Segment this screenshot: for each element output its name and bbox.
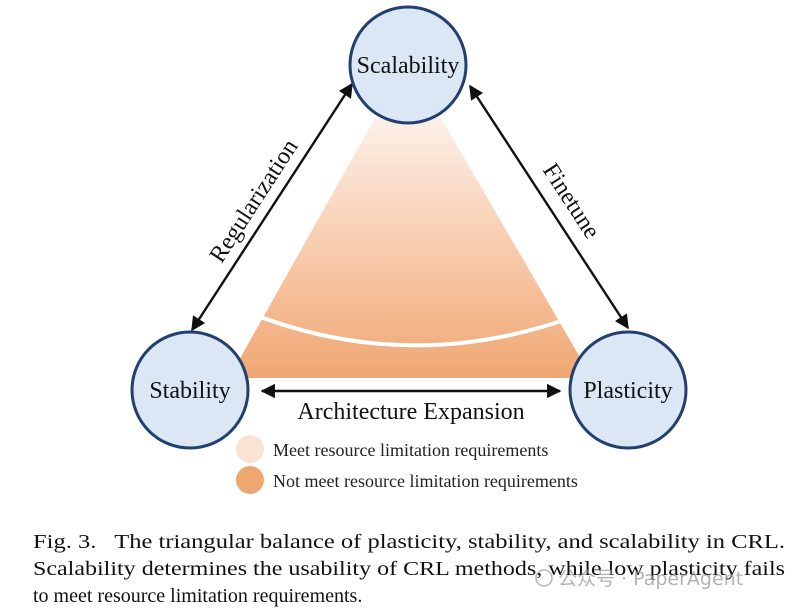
node-stability-circle bbox=[130, 330, 250, 450]
watermark-text: 公众号 · PaperAgent bbox=[558, 568, 743, 590]
legend-item-not-meet: Not meet resource limitation requirement… bbox=[236, 466, 578, 494]
node-stability-label: Stability bbox=[149, 378, 230, 404]
legend: Meet resource limitation requirements No… bbox=[236, 435, 578, 494]
watermark-logo-icon bbox=[535, 569, 553, 587]
regularization-arrow bbox=[190, 82, 354, 332]
legend-swatch-not-meet bbox=[236, 466, 264, 494]
legend-label-not-meet: Not meet resource limitation requirement… bbox=[273, 471, 578, 491]
finetune-arrow bbox=[468, 84, 630, 330]
node-scalability-circle bbox=[348, 5, 468, 125]
edge-label-regularization: Regularization bbox=[205, 135, 304, 268]
caption-line-3: to meet resource limitation requirements… bbox=[33, 585, 362, 607]
node-plasticity-circle bbox=[568, 330, 688, 450]
node-scalability-label: Scalability bbox=[357, 53, 460, 79]
node-stability: Stability bbox=[130, 330, 250, 450]
legend-label-meet: Meet resource limitation requirements bbox=[273, 440, 548, 460]
caption-line-2: Scalability determines the usability of … bbox=[33, 558, 785, 580]
edge-label-finetune: Finetune bbox=[537, 159, 605, 244]
legend-item-meet: Meet resource limitation requirements bbox=[236, 435, 548, 463]
legend-swatch-meet bbox=[236, 435, 264, 463]
node-scalability: Scalability bbox=[348, 5, 468, 125]
caption-line-1: Fig. 3. The triangular balance of plasti… bbox=[33, 531, 785, 553]
edge-label-architecture-expansion: Architecture Expansion bbox=[297, 399, 524, 425]
figure-caption: Fig. 3. The triangular balance of plasti… bbox=[33, 531, 785, 607]
watermark: 公众号 · PaperAgent bbox=[535, 568, 743, 590]
node-plasticity-label: Plasticity bbox=[583, 378, 672, 404]
node-plasticity: Plasticity bbox=[568, 330, 688, 450]
